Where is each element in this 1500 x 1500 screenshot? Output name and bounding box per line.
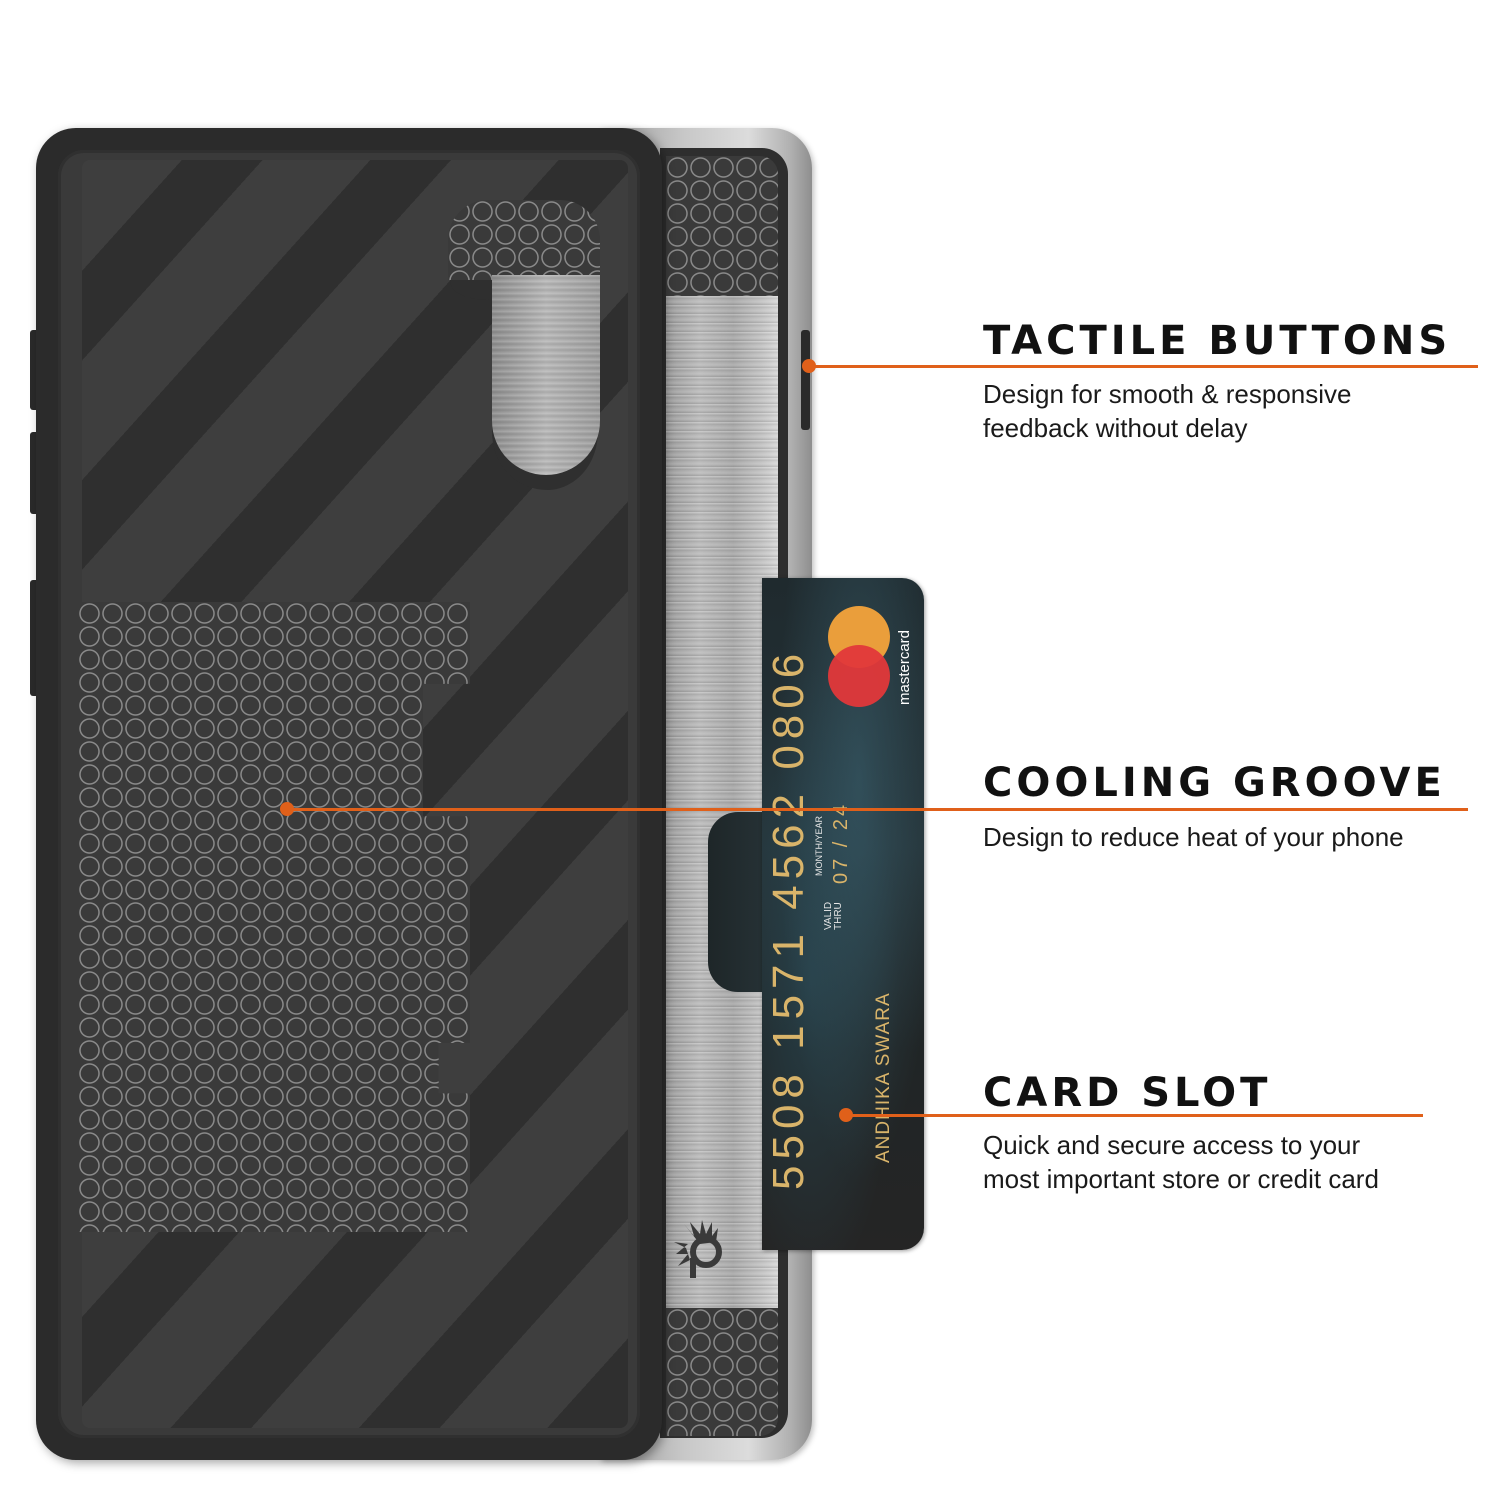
description-line: Quick and secure access to your: [983, 1130, 1361, 1160]
side-button-right[interactable]: [801, 330, 810, 430]
feature-title-cooling-groove: COOLING GROOVE: [983, 760, 1446, 806]
feature-description-card-slot: Quick and secure access to your most imp…: [983, 1128, 1379, 1196]
feature-description-cooling-groove: Design to reduce heat of your phone: [983, 820, 1404, 854]
card-holder-name: ANDHIKA SWARA: [873, 992, 894, 1163]
callout-marker-card-slot-icon: [839, 1108, 853, 1122]
camera-area-mesh: [448, 200, 600, 280]
feature-title-card-slot: CARD SLOT: [983, 1070, 1272, 1116]
punkcase-logo-icon: [674, 1220, 722, 1278]
description-line: most important store or credit card: [983, 1164, 1379, 1194]
description-line: Design to reduce heat of your phone: [983, 822, 1404, 852]
card-expiry: 07 / 24: [830, 801, 852, 884]
cooling-groove-mesh: [78, 602, 470, 1232]
card-valid-thru-label: VALID THRU: [823, 902, 844, 930]
callout-marker-cooling-groove-icon: [280, 802, 294, 816]
mastercard-red-circle-icon: [828, 645, 890, 707]
callout-marker-tactile-buttons-icon: [802, 359, 816, 373]
side-button-left-3[interactable]: [30, 580, 39, 696]
cooling-mesh-bottom: [666, 1308, 778, 1436]
feature-title-tactile-buttons: TACTILE BUTTONS: [983, 318, 1452, 364]
card-month-year-label: MONTH/YEAR: [814, 815, 824, 876]
thru-label: THRU: [833, 902, 844, 930]
cooling-mesh-top: [666, 156, 778, 296]
feature-description-tactile-buttons: Design for smooth & responsive feedback …: [983, 377, 1352, 445]
description-line: Design for smooth & responsive: [983, 379, 1352, 409]
brushed-metal-panel: [666, 296, 778, 1308]
card-brand-wordmark: mastercard: [896, 629, 913, 705]
callout-line-cooling-groove: [288, 808, 1468, 811]
card-slot-thumb-notch[interactable]: [708, 812, 768, 992]
callout-line-tactile-buttons: [810, 365, 1478, 368]
description-line: feedback without delay: [983, 413, 1248, 443]
side-button-left-2[interactable]: [30, 432, 39, 514]
side-button-left-1[interactable]: [30, 330, 39, 410]
camera-window-brushed-metal: [492, 275, 600, 475]
card-number: 5508 1571 4562 0806: [764, 647, 813, 1190]
callout-line-card-slot: [847, 1114, 1423, 1117]
